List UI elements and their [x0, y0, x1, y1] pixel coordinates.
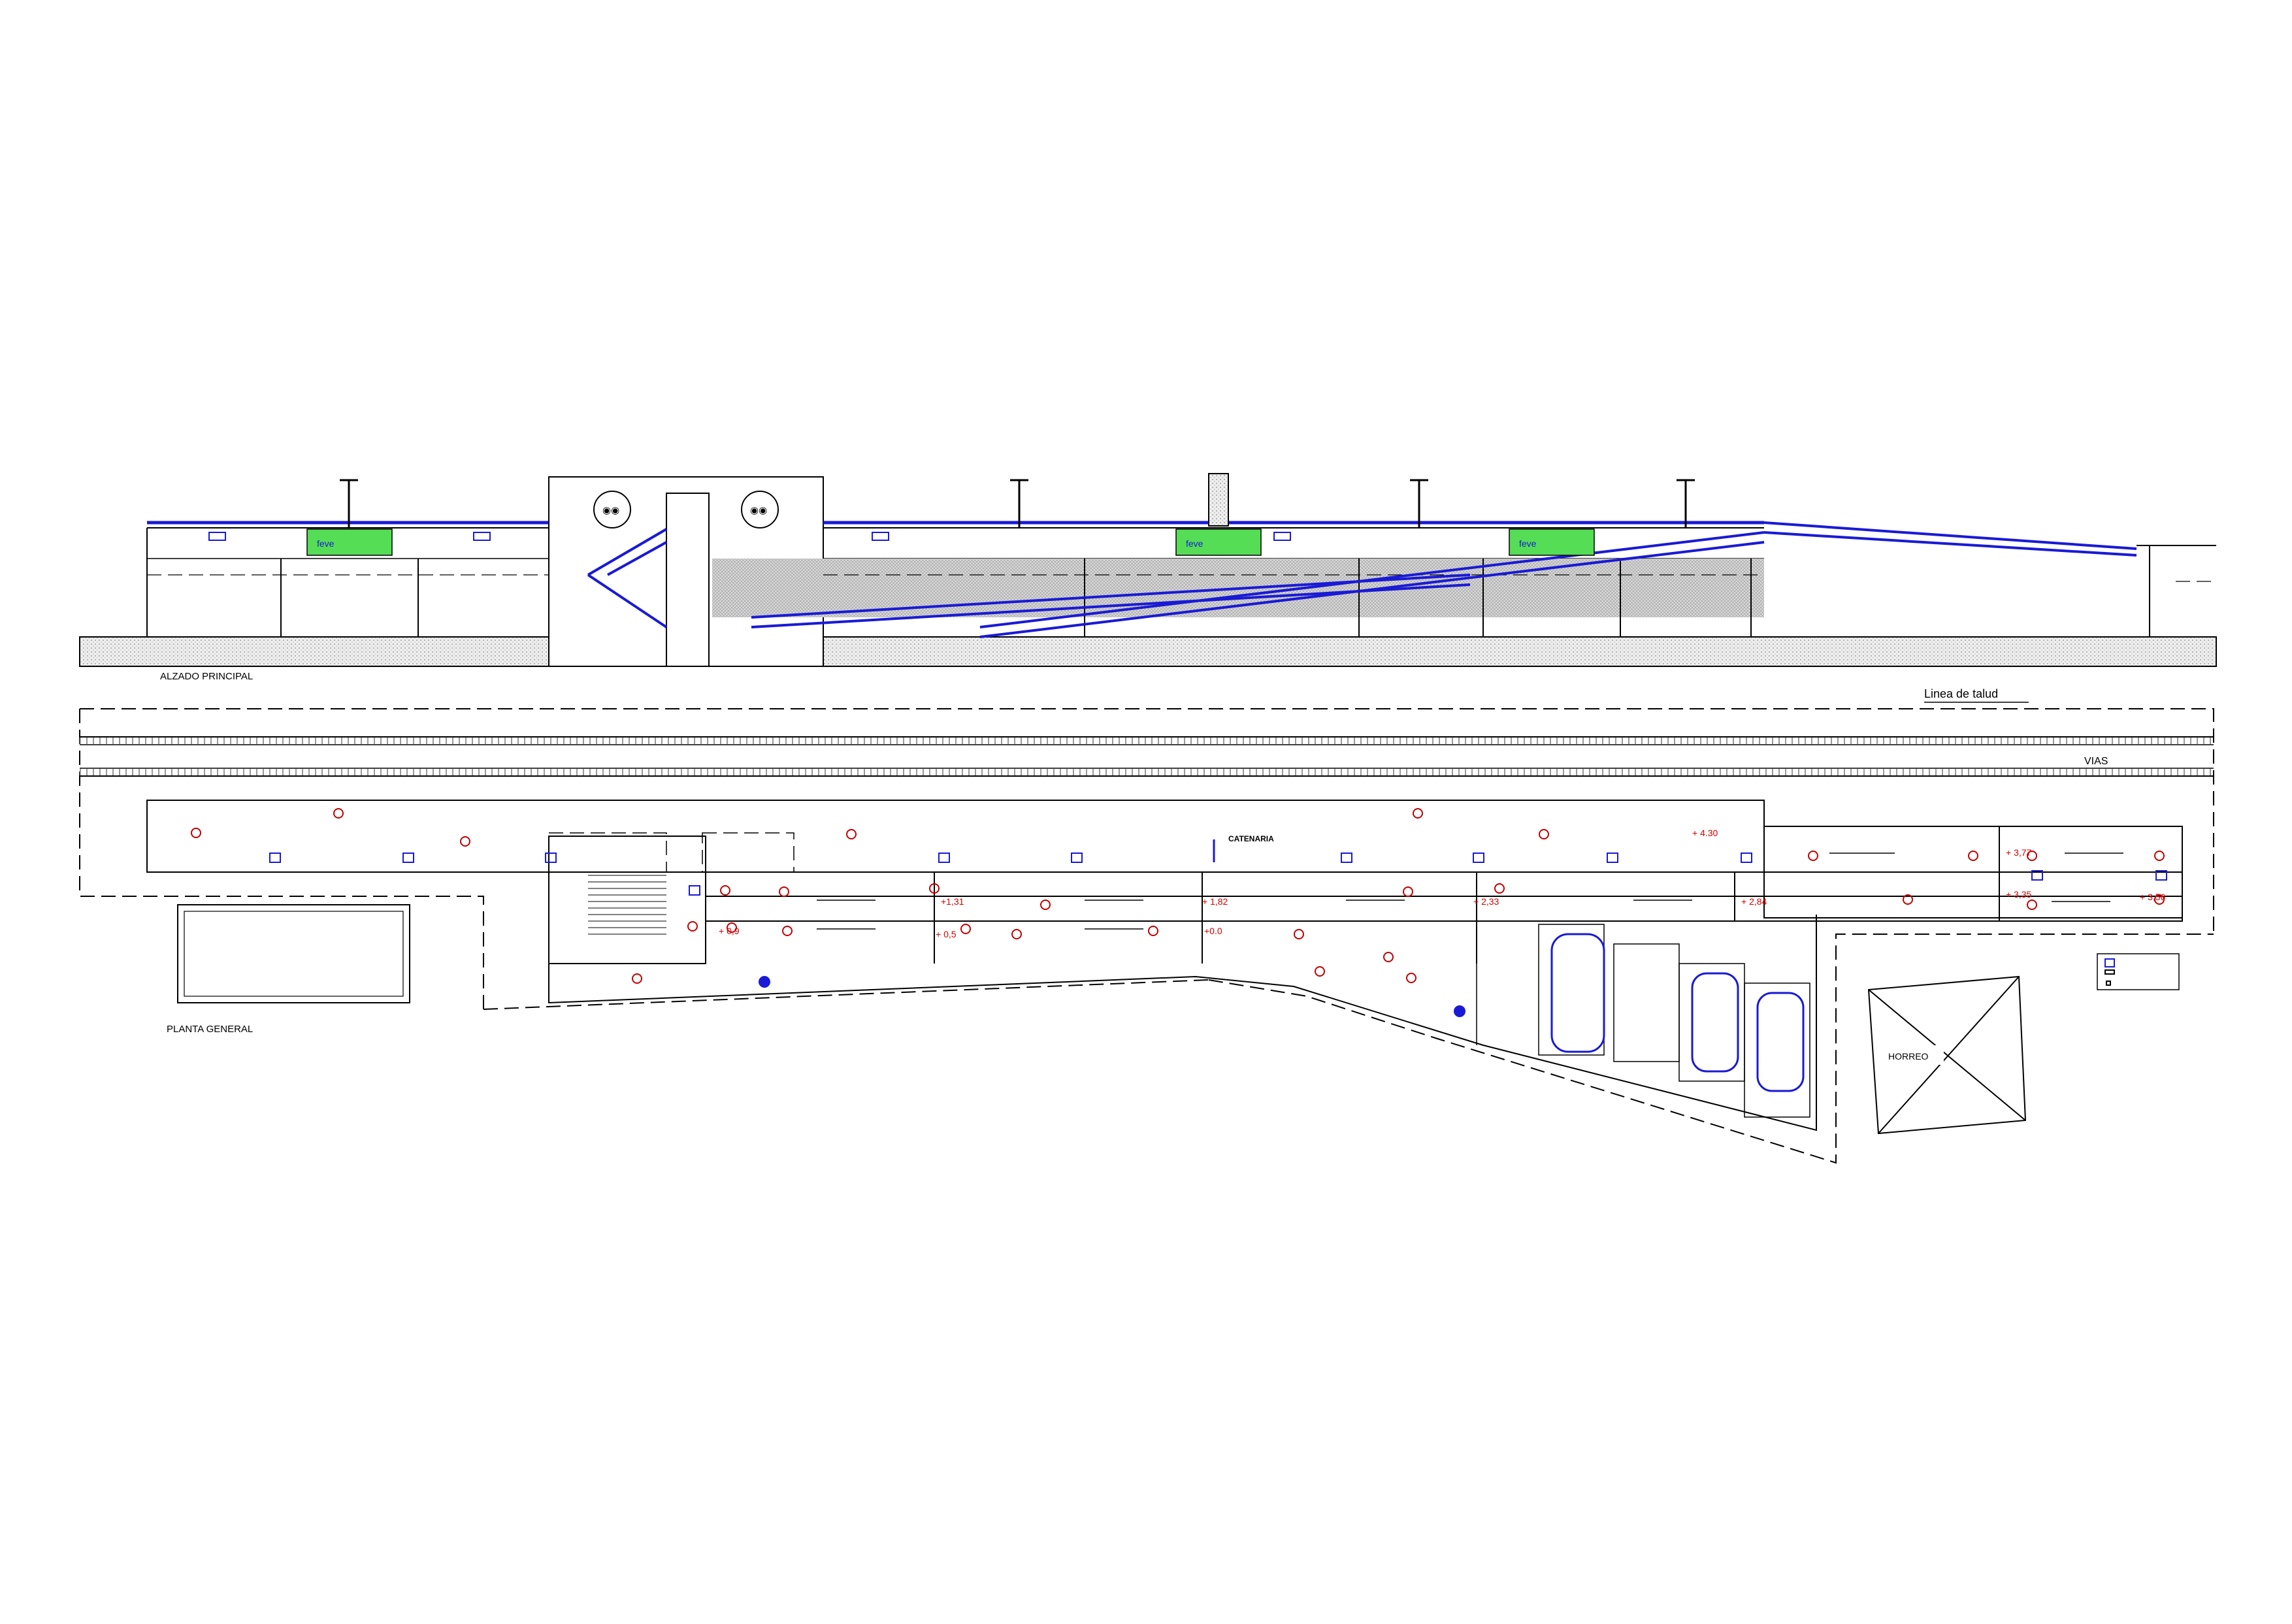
tracks-label: VIAS: [2084, 756, 2108, 767]
feve-sign: [306, 528, 1595, 556]
legend-box: [2097, 953, 2180, 990]
level-3-35: + 3,35: [2006, 889, 2032, 900]
direction-arrows: [817, 853, 2123, 930]
stair-steps: [588, 875, 666, 935]
level-0-5: + 0,5: [936, 929, 957, 939]
chimney: [1208, 473, 1229, 527]
ground-strip: [79, 636, 2217, 667]
plan-title: PLANTA GENERAL: [167, 1024, 253, 1035]
level-2-84: + 2,84: [1741, 896, 1767, 907]
parking-area: [1476, 921, 1810, 1118]
horreo-building: [1867, 975, 2027, 1135]
catenary-label: CATENARIA: [1228, 834, 1274, 843]
feve-logo-2: feve: [1186, 538, 1203, 549]
level-1-82: + 1,82: [1202, 896, 1228, 907]
level-2-33: + 2,33: [1473, 896, 1499, 907]
plaza-outline: [548, 915, 1817, 1131]
clock-face-right: ◉◉: [750, 505, 767, 516]
level-0-9: + 0,9: [719, 926, 740, 936]
elevation-view: ◉◉ ◉◉ feve fev: [79, 473, 2217, 667]
lamp-posts: [340, 479, 1695, 528]
blue-markers: [269, 839, 2167, 1017]
level-1-31: +1,31: [941, 896, 964, 907]
clock-face-left: ◉◉: [602, 505, 619, 516]
car-icons: [1550, 933, 1805, 1092]
level-0-0: +0.0: [1204, 926, 1222, 936]
level-4-30: + 4.30: [1692, 828, 1718, 838]
feve-logo-3: feve: [1519, 538, 1537, 549]
red-markers: [191, 808, 2165, 984]
level-3-77: + 3,77: [2006, 847, 2032, 858]
level-3-56: + 3,56: [2140, 892, 2166, 902]
stair-block: [548, 836, 706, 964]
elevation-title: ALZADO PRINCIPAL: [160, 671, 253, 682]
platform-left: [146, 800, 1765, 873]
left-enclosure: [177, 904, 410, 1003]
plan-view: [79, 708, 2214, 1164]
level-annotations: + 4.30 + 3,77 + 3,35 + 3,56 +1,31 + 1,82…: [719, 828, 2166, 939]
feve-logo-1: feve: [317, 538, 335, 549]
horreo-label: HORREO: [1888, 1051, 1929, 1062]
slope-line-label: Linea de talud: [1924, 687, 1998, 700]
railway-tracks: [80, 736, 2214, 777]
